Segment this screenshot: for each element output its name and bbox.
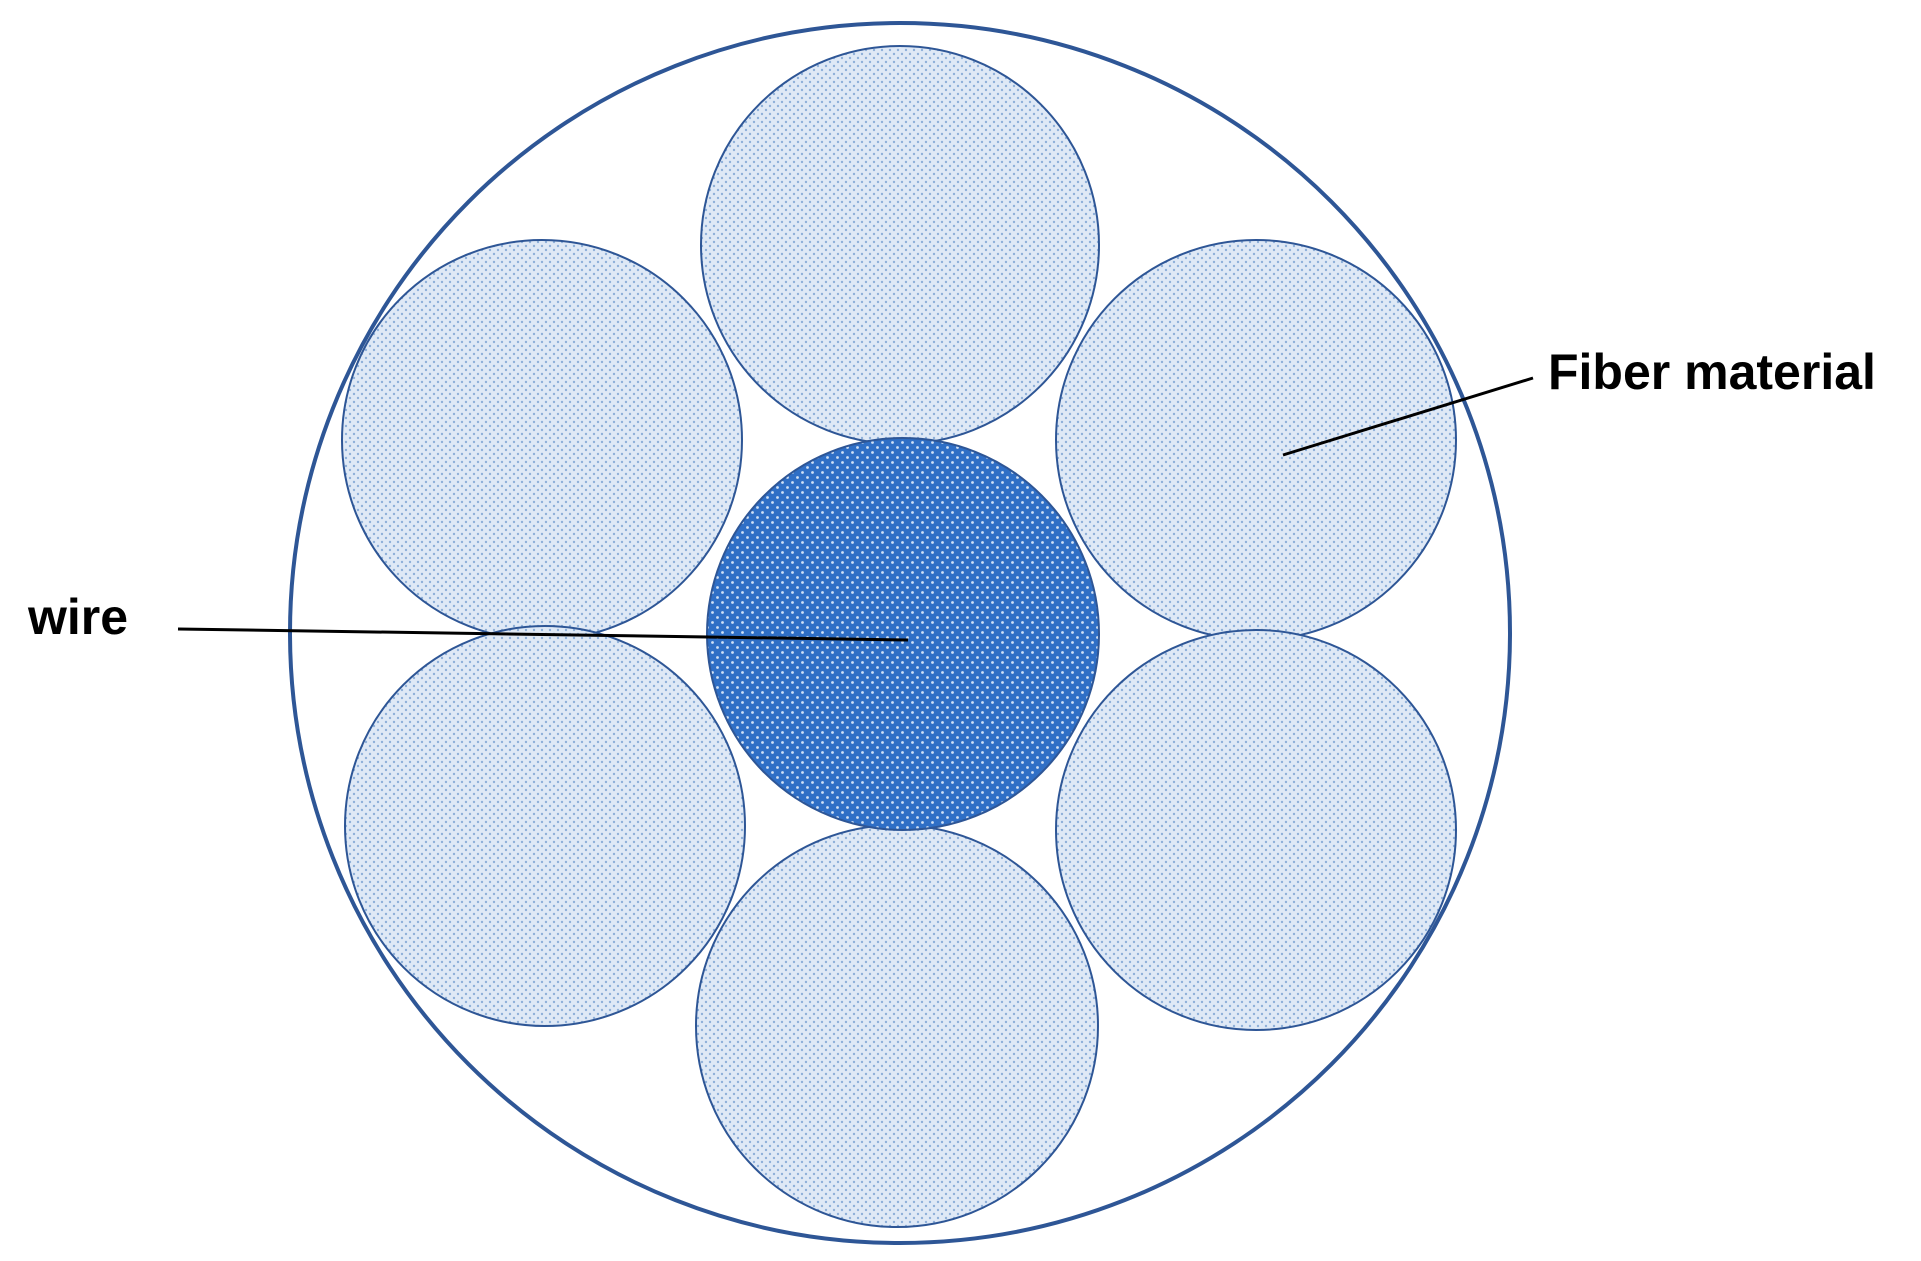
fiber-strand-bottom: [695, 824, 1099, 1228]
fiber-strand-top: [700, 45, 1100, 445]
fiber-leader-line: [1282, 376, 1534, 457]
wire-leader-line: [177, 627, 909, 642]
central-wire-circle: [706, 437, 1100, 831]
fiber-material-label: Fiber material: [1548, 344, 1876, 400]
fiber-strand-lower-left: [344, 625, 746, 1027]
fiber-strand-upper-right: [1055, 239, 1457, 641]
fiber-strand-upper-left: [341, 239, 743, 641]
fiber-strand-lower-right: [1055, 629, 1457, 1031]
wire-label: wire: [27, 589, 128, 645]
